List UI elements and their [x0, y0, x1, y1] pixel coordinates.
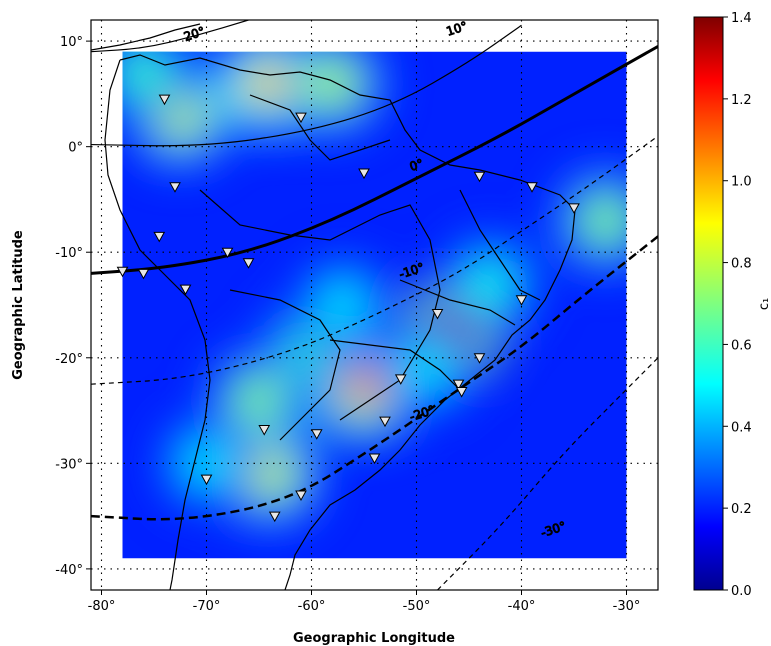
station-marker — [242, 258, 255, 269]
isoline — [91, 235, 658, 521]
station-marker — [452, 379, 465, 391]
colorbar-tick-label: 0.6 — [731, 338, 752, 353]
interior-border-5 — [329, 339, 461, 391]
station-marker — [137, 268, 150, 280]
station-marker — [295, 490, 307, 502]
station-marker — [169, 182, 181, 193]
graticule — [91, 20, 658, 590]
hotspot-core — [122, 51, 170, 99]
hotspot-core — [233, 374, 285, 426]
interior-border-3 — [459, 189, 541, 301]
colorbar-tick-label: 1.2 — [731, 93, 752, 108]
station-marker — [153, 231, 166, 243]
station-marker — [158, 94, 171, 106]
hotspot-core — [464, 257, 516, 310]
colorbar-label: c₁ — [757, 298, 771, 310]
south-america-coastline — [119, 54, 576, 590]
interior-border-1 — [229, 289, 341, 441]
isoline-label: 0° — [408, 156, 425, 174]
station-marker — [473, 353, 486, 364]
x-tick-label: -50° — [403, 599, 431, 614]
hotspot-core — [579, 194, 627, 247]
y-tick-label: 0° — [68, 141, 83, 156]
station-marker — [358, 168, 370, 180]
central-america — [91, 23, 201, 51]
isoline — [91, 24, 522, 147]
x-tick-label: -70° — [193, 599, 221, 614]
station-marker — [258, 425, 271, 436]
colorbar-tick-label: 0.8 — [731, 257, 752, 272]
station-marker — [379, 416, 391, 428]
station-marker — [431, 308, 444, 320]
hotspot-core — [317, 279, 369, 331]
hotspot-core — [401, 342, 453, 395]
colorbar-tick-label: 1.4 — [731, 11, 752, 26]
colorbar-tick-label: 1.0 — [731, 175, 752, 190]
y-tick-label: -40° — [55, 563, 83, 578]
colorbar-tick-label: 0.4 — [731, 420, 752, 435]
station-marker — [473, 171, 486, 183]
x-tick-label: -80° — [88, 599, 116, 614]
interior-border-2 — [249, 94, 391, 161]
isoline — [91, 135, 658, 385]
station-marker — [310, 429, 323, 440]
isoline — [437, 357, 658, 590]
station-marker — [221, 247, 234, 259]
station-marker — [268, 511, 281, 523]
station-marker — [368, 453, 381, 465]
x-tick-label: -30° — [613, 599, 641, 614]
y-tick-label: -30° — [55, 457, 83, 472]
station-marker — [455, 387, 468, 398]
station-marker — [116, 266, 129, 278]
colorbar-tick-label: 0.2 — [731, 502, 752, 517]
plot-frame — [90, 19, 659, 591]
heatmap-layer — [122, 51, 627, 559]
brazil-border — [199, 189, 441, 421]
y-axis-title: Geographic Latitude — [11, 230, 26, 380]
station-markers — [116, 94, 580, 523]
station-marker — [394, 374, 407, 385]
x-tick-label: -60° — [298, 599, 326, 614]
y-tick-label: -20° — [55, 352, 83, 367]
station-marker — [515, 295, 528, 306]
station-marker — [568, 203, 580, 214]
colorbar-ticks: 1.4 1.2 1.0 0.8 0.6 0.4 0.2 0.0 — [723, 11, 752, 599]
station-marker — [200, 474, 213, 486]
y-tick-label: 10° — [60, 35, 83, 50]
interior-border-4 — [399, 279, 516, 326]
station-marker — [295, 112, 307, 124]
y-tick-label: -10° — [55, 246, 83, 261]
hotspot-core — [306, 57, 359, 110]
colorbar — [693, 16, 724, 591]
station-marker — [179, 284, 192, 296]
x-tick-label: -40° — [508, 599, 536, 614]
isoline — [91, 45, 658, 275]
isoline-label: 20° — [182, 24, 207, 44]
station-marker — [526, 182, 538, 193]
x-axis-title: Geographic Longitude — [293, 631, 455, 646]
coastline-layer — [91, 23, 576, 590]
colorbar-tick-label: 0.0 — [731, 584, 752, 599]
axis-ticks: -80° -70° -60° -50° -40° -30° 10° 0° -10° -20° -30… — [55, 35, 640, 614]
isoline — [91, 20, 249, 53]
west-coastline — [104, 59, 211, 590]
